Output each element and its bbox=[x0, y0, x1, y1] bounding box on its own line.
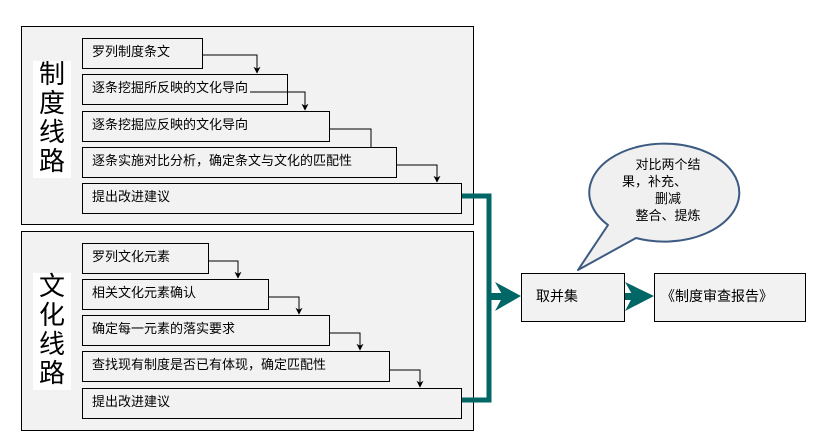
merge-box: 取并集 bbox=[521, 273, 625, 322]
step-arrow bbox=[250, 91, 309, 111]
label-char: 文 bbox=[38, 272, 65, 302]
callout-text: 对比两个结 果，补充、 删减 整合、提炼 bbox=[618, 157, 718, 225]
step-arrow bbox=[209, 260, 242, 279]
report-box: 《制度审查报告》 bbox=[654, 273, 806, 322]
step-arrow bbox=[330, 332, 364, 351]
step-arrow bbox=[390, 369, 424, 388]
institution-step-3: 逐条挖掘应反映的文化导向 bbox=[82, 111, 330, 142]
label-char: 化 bbox=[38, 301, 65, 331]
label-char: 路 bbox=[38, 147, 65, 177]
culture-step-5: 提出改进建议 bbox=[82, 388, 462, 419]
step-arrow bbox=[269, 296, 303, 315]
label-char: 线 bbox=[38, 330, 65, 360]
culture-step-4: 查找现有制度是否已有体现，确定匹配性 bbox=[82, 351, 390, 382]
callout-line: 整合、提炼 bbox=[635, 209, 701, 224]
culture-step-3: 确定每一元素的落实要求 bbox=[82, 315, 330, 346]
merge-bracket bbox=[462, 193, 492, 403]
callout-bubble bbox=[577, 142, 741, 271]
report-arrow-shaft bbox=[625, 293, 637, 300]
callout-line: 删减 bbox=[654, 192, 681, 207]
culture-step-2: 相关文化元素确认 bbox=[82, 279, 269, 310]
step-arrow bbox=[397, 164, 441, 183]
label-char: 线 bbox=[38, 118, 65, 148]
merge-arrowhead bbox=[495, 282, 521, 311]
step-connector bbox=[330, 128, 372, 147]
label-char: 路 bbox=[38, 359, 65, 389]
report-arrowhead bbox=[625, 282, 654, 311]
institution-step-5: 提出改进建议 bbox=[82, 183, 462, 214]
culture-step-1: 罗列文化元素 bbox=[82, 243, 209, 274]
label-char: 度 bbox=[38, 89, 65, 119]
institution-step-2: 逐条挖掘所反映的文化导向 bbox=[82, 74, 288, 105]
label-char: 制 bbox=[38, 60, 65, 90]
institution-step-4: 逐条实施对比分析，确定条文与文化的匹配性 bbox=[82, 147, 397, 178]
institution-route-label: 制 度 线 路 bbox=[33, 61, 71, 178]
step-arrow bbox=[203, 54, 261, 74]
callout-line: 果，补充、 bbox=[622, 175, 688, 190]
culture-route-label: 文 化 线 路 bbox=[33, 273, 71, 390]
merge-arrow-shaft bbox=[489, 293, 503, 300]
institution-step-1: 罗列制度条文 bbox=[82, 38, 203, 69]
callout-line: 对比两个结 bbox=[635, 158, 701, 173]
